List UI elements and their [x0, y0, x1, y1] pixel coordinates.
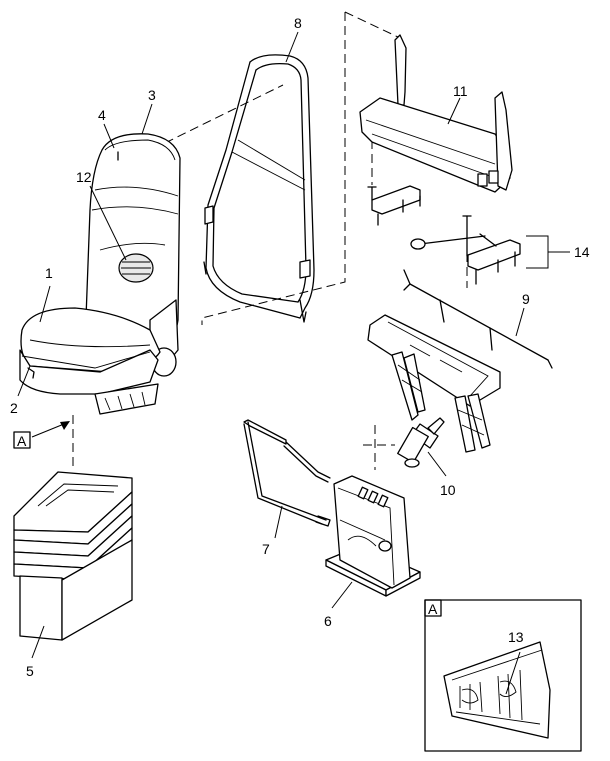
callout-7: 7	[262, 541, 270, 557]
assembly-guide-lines	[72, 11, 468, 470]
detail-view-a-label: A	[428, 601, 438, 617]
base-pan-9	[367, 269, 553, 453]
shock-absorber-10	[397, 417, 445, 468]
detail-view-a	[424, 599, 582, 752]
callout-11: 11	[453, 83, 468, 99]
callouts: 1 2 3 4 5 6 7 8 9 10 11 12 13 14 A A	[10, 15, 590, 679]
leader-lines	[17, 31, 570, 695]
callout-12: 12	[76, 169, 92, 185]
callout-6: 6	[324, 613, 332, 629]
callout-5: 5	[26, 663, 34, 679]
bellows-5	[13, 471, 133, 641]
callout-4: 4	[98, 107, 106, 123]
callout-9: 9	[522, 291, 530, 307]
view-a-pointer	[13, 421, 70, 449]
callout-1: 1	[45, 265, 53, 281]
callout-13: 13	[508, 629, 524, 645]
callout-10: 10	[440, 482, 456, 498]
view-a-pointer-label: A	[17, 433, 27, 449]
stand-6	[325, 475, 421, 597]
callout-14: 14	[574, 244, 590, 260]
mount-brackets	[367, 185, 521, 285]
upper-bracket-11	[359, 34, 513, 193]
backrest-frame	[203, 54, 315, 323]
callout-3: 3	[148, 87, 156, 103]
seat-assembly	[19, 133, 181, 415]
rod-7	[243, 419, 331, 527]
callout-8: 8	[294, 15, 302, 31]
callout-2: 2	[10, 400, 18, 416]
